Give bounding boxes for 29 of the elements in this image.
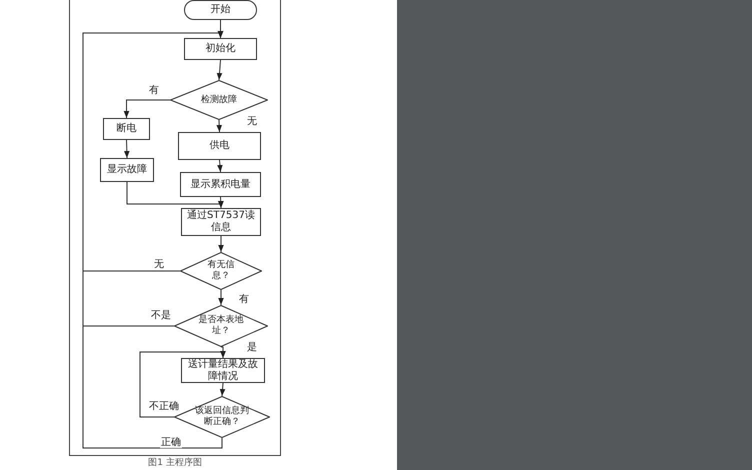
arrow — [218, 196, 224, 208]
process-box: 显示累积电量 — [180, 172, 261, 197]
edge-label: 无 — [246, 116, 258, 127]
arrow — [124, 140, 130, 158]
figure-caption: 图1 主程序图 — [147, 458, 203, 468]
arrow — [220, 382, 226, 396]
terminal-box: 开始 — [184, 0, 257, 20]
edge-label: 不是 — [150, 310, 172, 321]
arrow — [216, 120, 222, 132]
process-box: 通过ST7537读信息 — [181, 208, 261, 236]
edge-label: 不正确 — [148, 401, 180, 412]
edge-label: 有 — [148, 85, 160, 96]
arrow — [140, 351, 226, 418]
arrow — [217, 160, 223, 172]
process-box: 初始化 — [184, 38, 257, 60]
edge-label: 有 — [238, 294, 250, 305]
process-box: 显示故障 — [100, 158, 154, 182]
process-box: 供电 — [178, 132, 261, 160]
edge-label: 正确 — [160, 437, 182, 448]
process-box: 送计量结果及故障情况 — [181, 358, 265, 383]
decision-diamond: 有无信息？ — [180, 252, 262, 290]
process-box: 断电 — [103, 118, 150, 140]
arrow — [218, 290, 224, 306]
edge-label: 无 — [153, 259, 165, 270]
arrow — [218, 236, 224, 252]
arrow — [124, 100, 170, 118]
arrow — [216, 60, 222, 80]
arrow — [82, 31, 224, 448]
edge-label: 是 — [246, 342, 258, 353]
